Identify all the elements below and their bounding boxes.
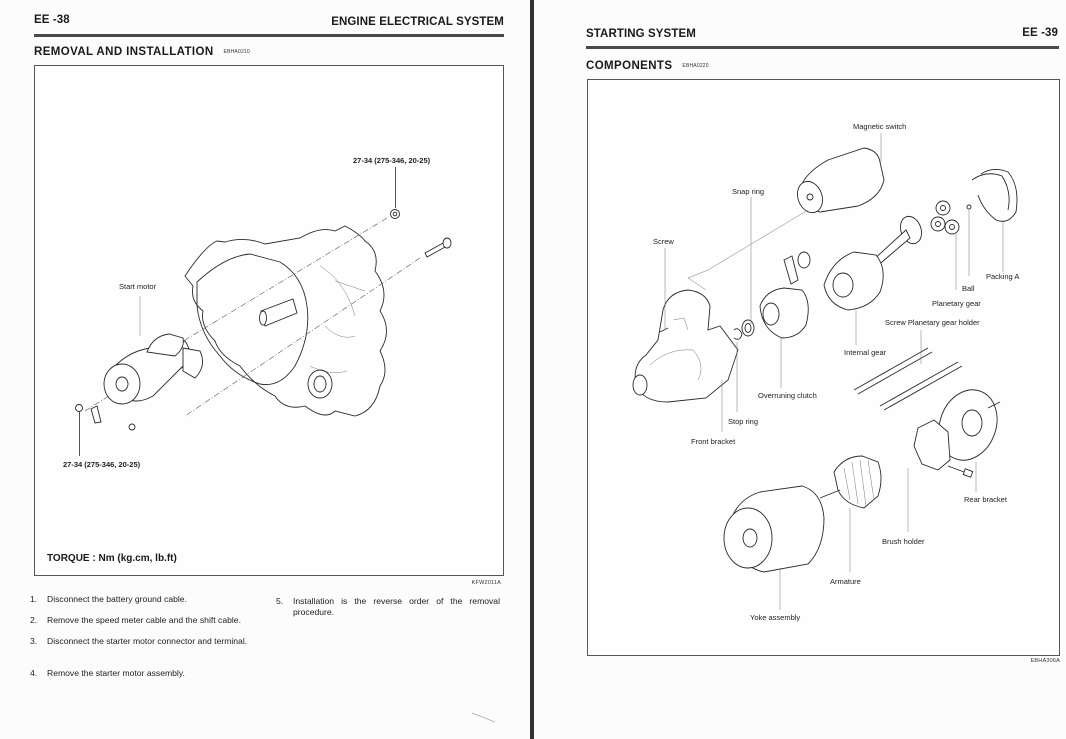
callout-brush-holder: Brush holder (882, 537, 925, 546)
callout-yoke-assembly: Yoke assembly (750, 613, 801, 622)
bell-housing-face (196, 253, 309, 386)
left-page: EE -38 ENGINE ELECTRICAL SYSTEM REMOVAL … (0, 0, 530, 739)
callout-snap-ring: Snap ring (732, 187, 765, 196)
starter-exploded-view (632, 133, 1018, 610)
callout-magnetic-switch: Magnetic switch (853, 122, 907, 131)
planetary-gear-1 (935, 200, 951, 216)
transaxle-housing (184, 225, 387, 417)
right-page-number: EE -39 (1022, 27, 1058, 39)
left-header-rule (34, 34, 504, 37)
input-shaft-end (259, 310, 267, 326)
section-code: EBHA0220 (682, 62, 709, 69)
callout-armature: Armature (830, 577, 861, 586)
step-number: 4. (30, 668, 38, 678)
section-title-text: COMPONENTS (586, 60, 673, 72)
step-text: Installation is the reverse order of the… (293, 596, 500, 617)
callout-bottom-torque: 27-34 (275-346, 20-25) (63, 460, 141, 469)
through-bolt-1 (853, 347, 929, 391)
step-number: 5. (276, 596, 284, 606)
left-figure-code: KFW2011A (471, 580, 501, 586)
starter-end-cap (103, 363, 141, 405)
callout-internal-gear: Internal gear (844, 348, 887, 357)
right-page: STARTING SYSTEM EE -39 COMPONENTS EBHA022… (534, 0, 1066, 739)
step-item: 4. Remove the starter motor assembly. (30, 668, 255, 679)
removal-figure: 27-34 (275-346, 20-25) Start motor 27-34… (34, 65, 504, 576)
housing-ribs (309, 265, 366, 373)
starter-nose (182, 347, 204, 379)
ball (966, 204, 972, 210)
scan-mark (471, 712, 496, 723)
page-gutter (530, 0, 534, 739)
components-heading: COMPONENTS EBHA0220 (586, 60, 709, 72)
step-number: 1. (30, 594, 38, 604)
step-number: 3. (30, 636, 38, 646)
front-bracket (634, 289, 739, 403)
callout-ball: Ball (962, 284, 975, 293)
callout-stop-ring: Stop ring (728, 417, 759, 426)
mount-nut-top (390, 209, 400, 219)
transmission-starter-illustration (75, 209, 452, 431)
stop-ring (733, 328, 743, 340)
callout-screw: Screw (653, 237, 674, 246)
rear-bracket-screw (987, 401, 1001, 409)
right-figure-code: EBHA306A (1030, 658, 1060, 664)
planetary-gear-2 (930, 216, 946, 232)
step-text: Remove the starter motor assembly. (47, 668, 185, 678)
leader-top-torque (395, 167, 396, 208)
section-title-text: REMOVAL AND INSTALLATION (34, 46, 214, 58)
section-code: EBHA0210 (223, 48, 250, 55)
starter-solenoid (146, 333, 184, 357)
shift-lever (783, 255, 799, 285)
housing-port-inner (313, 375, 327, 393)
right-header-rule (586, 46, 1059, 49)
rear-bracket (938, 389, 998, 461)
callout-planetary-gear: Planetary gear (932, 299, 981, 308)
step-item: 3. Disconnect the starter motor connecto… (30, 636, 255, 647)
removal-installation-heading: REMOVAL AND INSTALLATION EBHA0210 (34, 46, 250, 58)
snap-ring (741, 319, 755, 337)
internal-gear (823, 251, 884, 311)
leader-bottom-torque (79, 412, 80, 456)
right-chapter-title: STARTING SYSTEM (586, 28, 696, 40)
front-bracket-screw (659, 327, 669, 333)
step-item: 2. Remove the speed meter cable and the … (30, 615, 260, 626)
planetary-gear-3 (944, 219, 960, 235)
cable-bracket (90, 405, 102, 424)
through-bolt-2 (879, 361, 959, 407)
packing-a (977, 169, 1018, 222)
callout-front-bracket: Front bracket (691, 437, 736, 446)
left-page-number: EE -38 (34, 14, 70, 26)
housing-port (307, 369, 333, 399)
step-text: Disconnect the starter motor connector a… (47, 636, 248, 646)
step-item: 1. Disconnect the battery ground cable. (30, 594, 255, 605)
components-figure: Magnetic switch Snap ring Screw Packing … (587, 79, 1060, 656)
magnetic-switch-face (797, 180, 823, 214)
torque-units-legend: TORQUE : Nm (kg.cm, lb.ft) (47, 553, 177, 564)
callout-rear-bracket: Rear bracket (964, 495, 1007, 504)
mount-bolt-head (442, 237, 452, 249)
step-item: 5. Installation is the reverse order of … (276, 596, 500, 618)
starter-nut-lower (128, 423, 136, 431)
overrunning-clutch (759, 287, 809, 339)
callout-packing-a: Packing A (986, 272, 1020, 281)
brush-holder (913, 419, 951, 471)
terminal-nut (75, 404, 83, 412)
step-text: Disconnect the battery ground cable. (47, 594, 187, 604)
armature-shaft (819, 489, 841, 499)
step-number: 2. (30, 615, 38, 625)
callout-top-torque: 27-34 (275-346, 20-25) (353, 156, 431, 165)
step-text: Remove the speed meter cable and the shi… (47, 615, 241, 625)
left-chapter-title: ENGINE ELECTRICAL SYSTEM (331, 16, 504, 28)
callout-screw-planetary-gear-holder: Screw Planetary gear holder (885, 318, 980, 327)
callout-overrunning-clutch: Overruning clutch (758, 391, 817, 400)
callout-start-motor: Start motor (119, 282, 157, 291)
